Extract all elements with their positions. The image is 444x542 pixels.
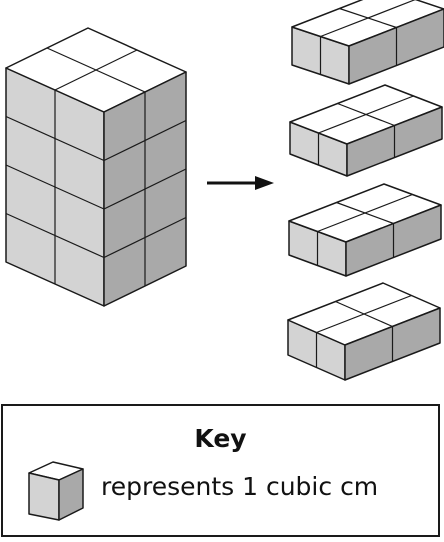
key-title: Key xyxy=(194,424,247,453)
arrow-right-icon xyxy=(207,176,274,190)
layer-3-top-row-line xyxy=(336,201,394,225)
layer-3 xyxy=(288,183,442,277)
layer-2 xyxy=(289,84,443,177)
layer-1 xyxy=(291,0,444,85)
prism-top-row-line xyxy=(46,47,146,93)
prism-side-row-line xyxy=(103,168,187,210)
layer-1-top-row-line xyxy=(339,7,397,29)
unit-cube-icon xyxy=(28,461,84,521)
prism-front-row-line xyxy=(5,115,105,162)
prism-side-row-line xyxy=(103,216,187,259)
layer-4 xyxy=(287,282,441,381)
rectangular-prism xyxy=(5,27,187,307)
layer-4-top-row-line xyxy=(335,300,393,328)
prism-side-row-line xyxy=(103,119,187,162)
key-description: represents 1 cubic cm xyxy=(101,472,379,501)
layer-1-top-face xyxy=(291,0,444,47)
key-box: Key represents 1 cubic cm xyxy=(1,404,440,537)
layer-2-top-row-line xyxy=(337,102,395,127)
separated-layers xyxy=(287,0,444,381)
prism-front-row-line xyxy=(5,164,105,210)
prism-front-row-line xyxy=(5,212,105,259)
